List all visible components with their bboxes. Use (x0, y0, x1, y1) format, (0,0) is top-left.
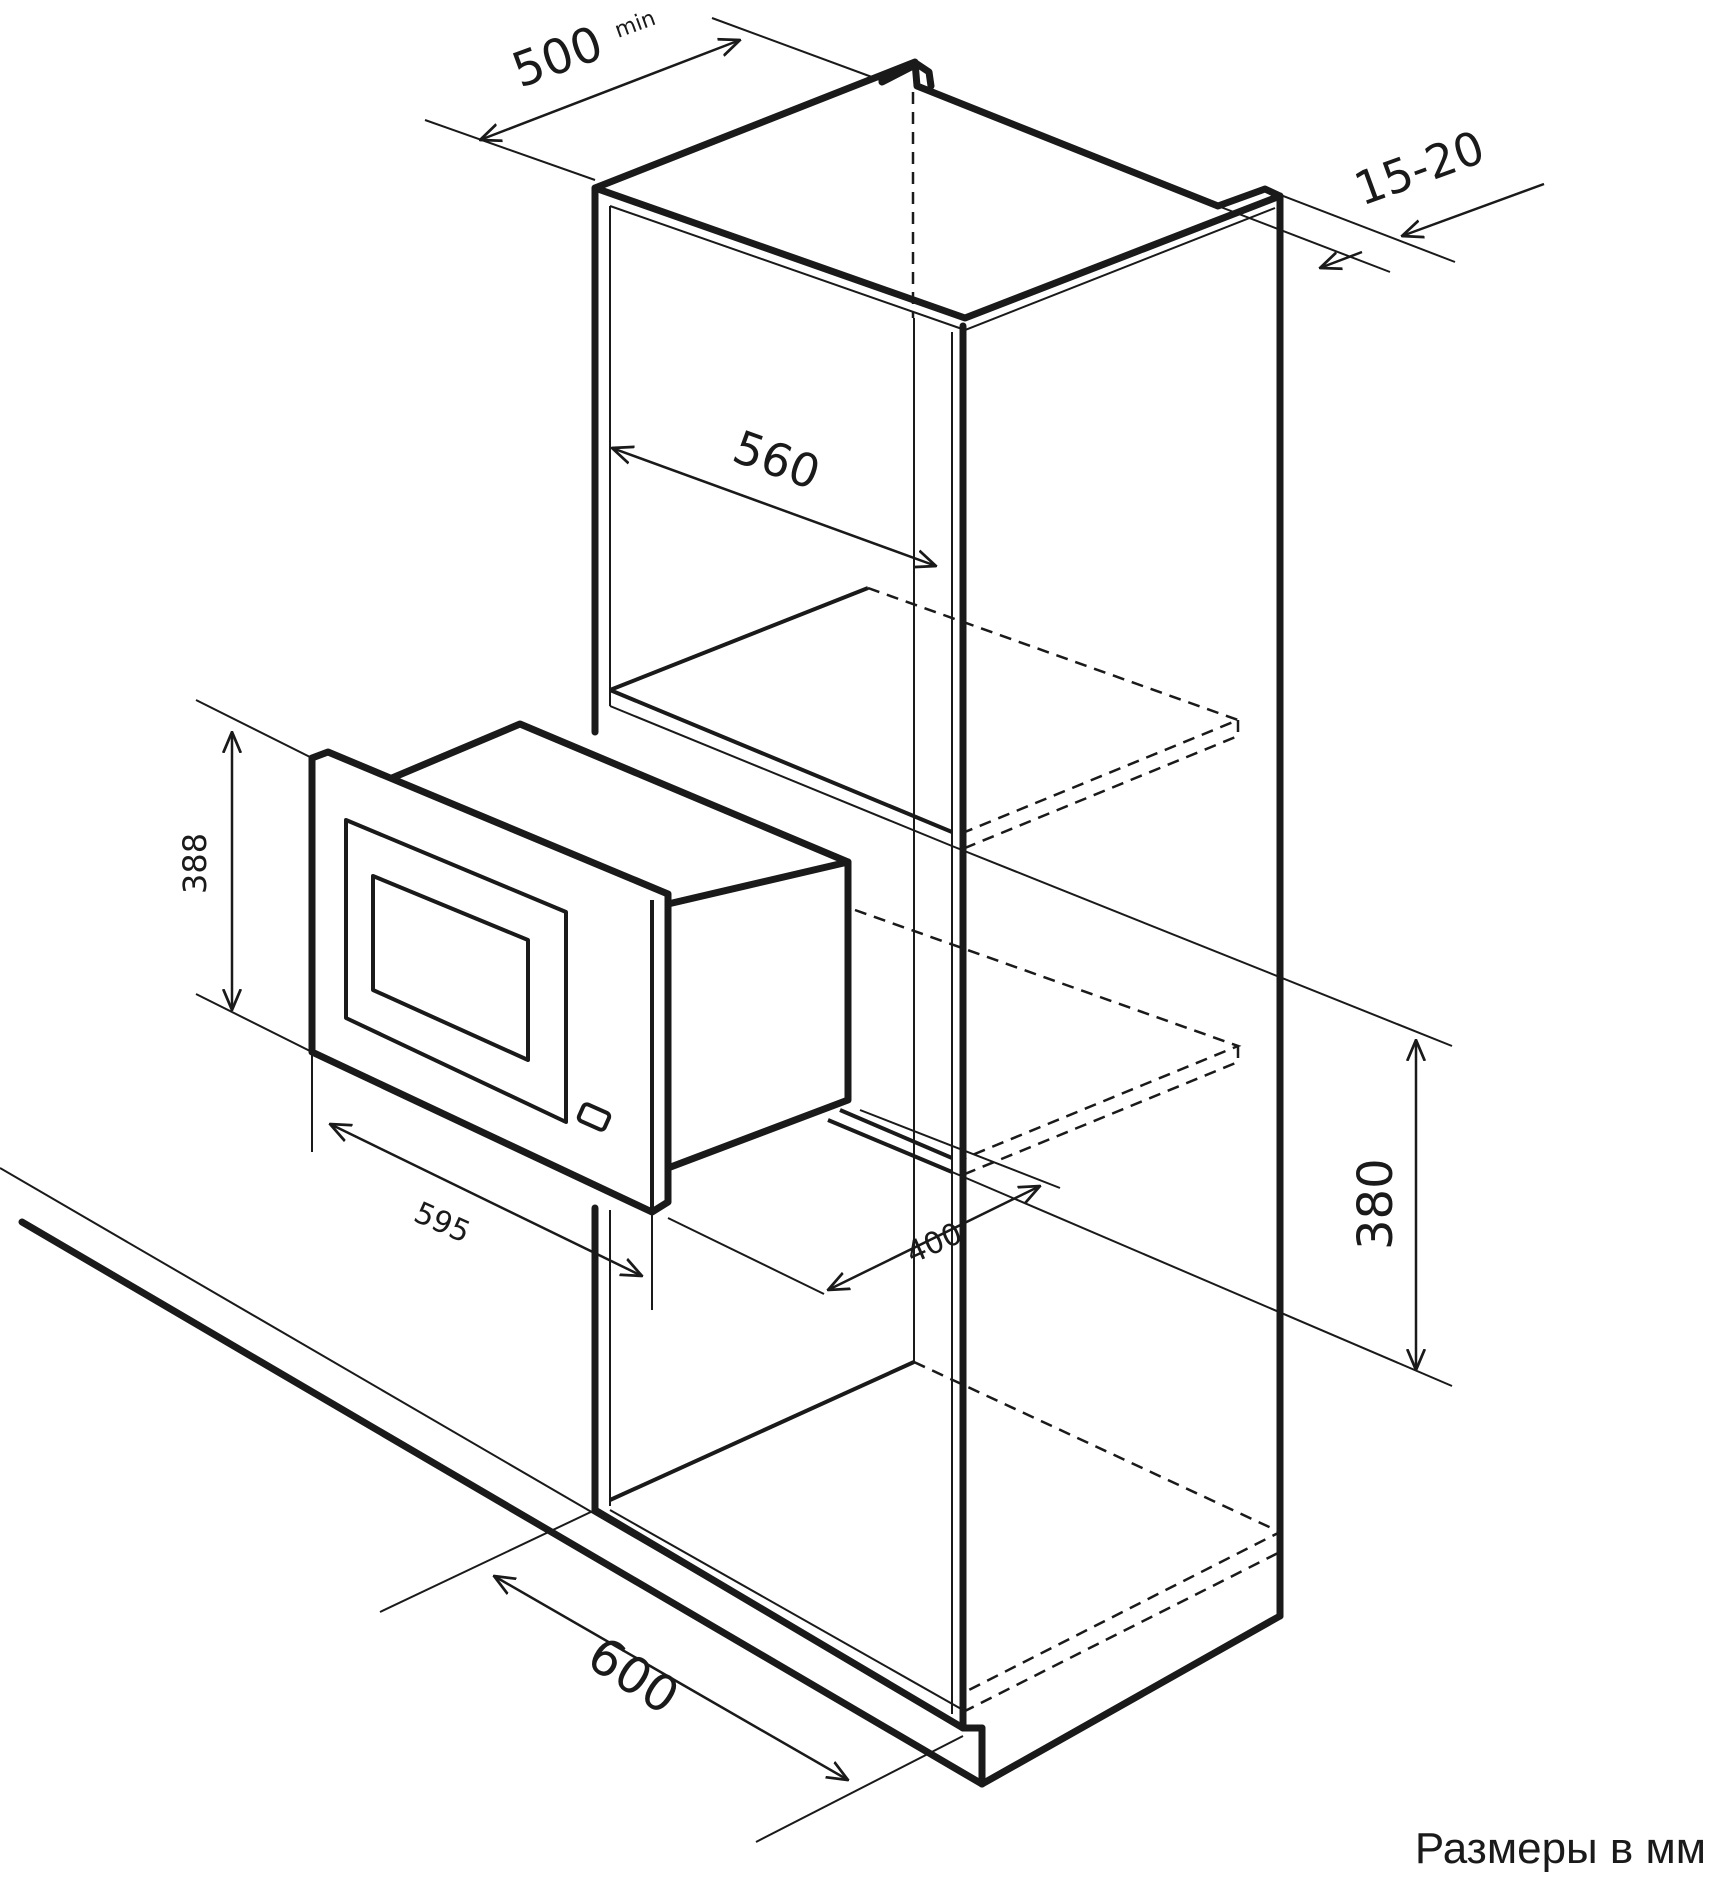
dim-600-line (494, 1576, 848, 1780)
dim-600-label: 600 (577, 1625, 689, 1726)
dim-500-line (480, 40, 740, 140)
dim-595-label: 595 (409, 1195, 476, 1250)
microwave-front-frame (308, 748, 672, 1216)
microwave (308, 720, 953, 1216)
upper-shelf-hidden (867, 586, 1242, 852)
dim-560-line (612, 448, 936, 566)
dim-15-20-label: 15-20 (1347, 120, 1491, 216)
dim-388-label: 388 (176, 833, 214, 894)
dim-15-20-line (1320, 250, 1363, 268)
plinth (978, 1612, 1284, 1788)
middle-shelf-hidden (854, 908, 1242, 1178)
cabinet (0, 58, 1284, 1788)
dim-400-label: 400 (901, 1216, 968, 1271)
dim-400-line (828, 1186, 1040, 1290)
floor-line-thin (0, 1167, 964, 1729)
microwave-window (371, 874, 530, 1062)
microwave-body-top (388, 720, 852, 866)
dim-380-label: 380 (1348, 1158, 1404, 1250)
microwave-control-button (576, 1102, 612, 1132)
dim-500-suffix: min (612, 6, 660, 44)
bottom-shelf (609, 1360, 915, 1502)
lower-shelf-hidden (913, 1360, 1283, 1694)
cabinet-back-top-edge (878, 60, 935, 90)
cabinet-top-panel (591, 58, 1284, 322)
cabinet-bottom-front (591, 1204, 986, 1732)
dimension-lines (195, 17, 1545, 1843)
dim-560-label: 560 (726, 420, 827, 501)
upper-shelf (609, 586, 953, 834)
dim-500-label: 500 (505, 15, 610, 99)
microwave-door (344, 818, 568, 1124)
units-caption: Размеры в мм (1414, 1824, 1706, 1873)
upper-shelf-front-edge (609, 705, 953, 847)
middle-shelf-front (827, 1108, 953, 1174)
plinth-hidden (962, 1550, 1281, 1714)
floor-line-thick (18, 1218, 986, 1788)
microwave-body-side (664, 858, 852, 1172)
dim-595-line (330, 1124, 642, 1276)
